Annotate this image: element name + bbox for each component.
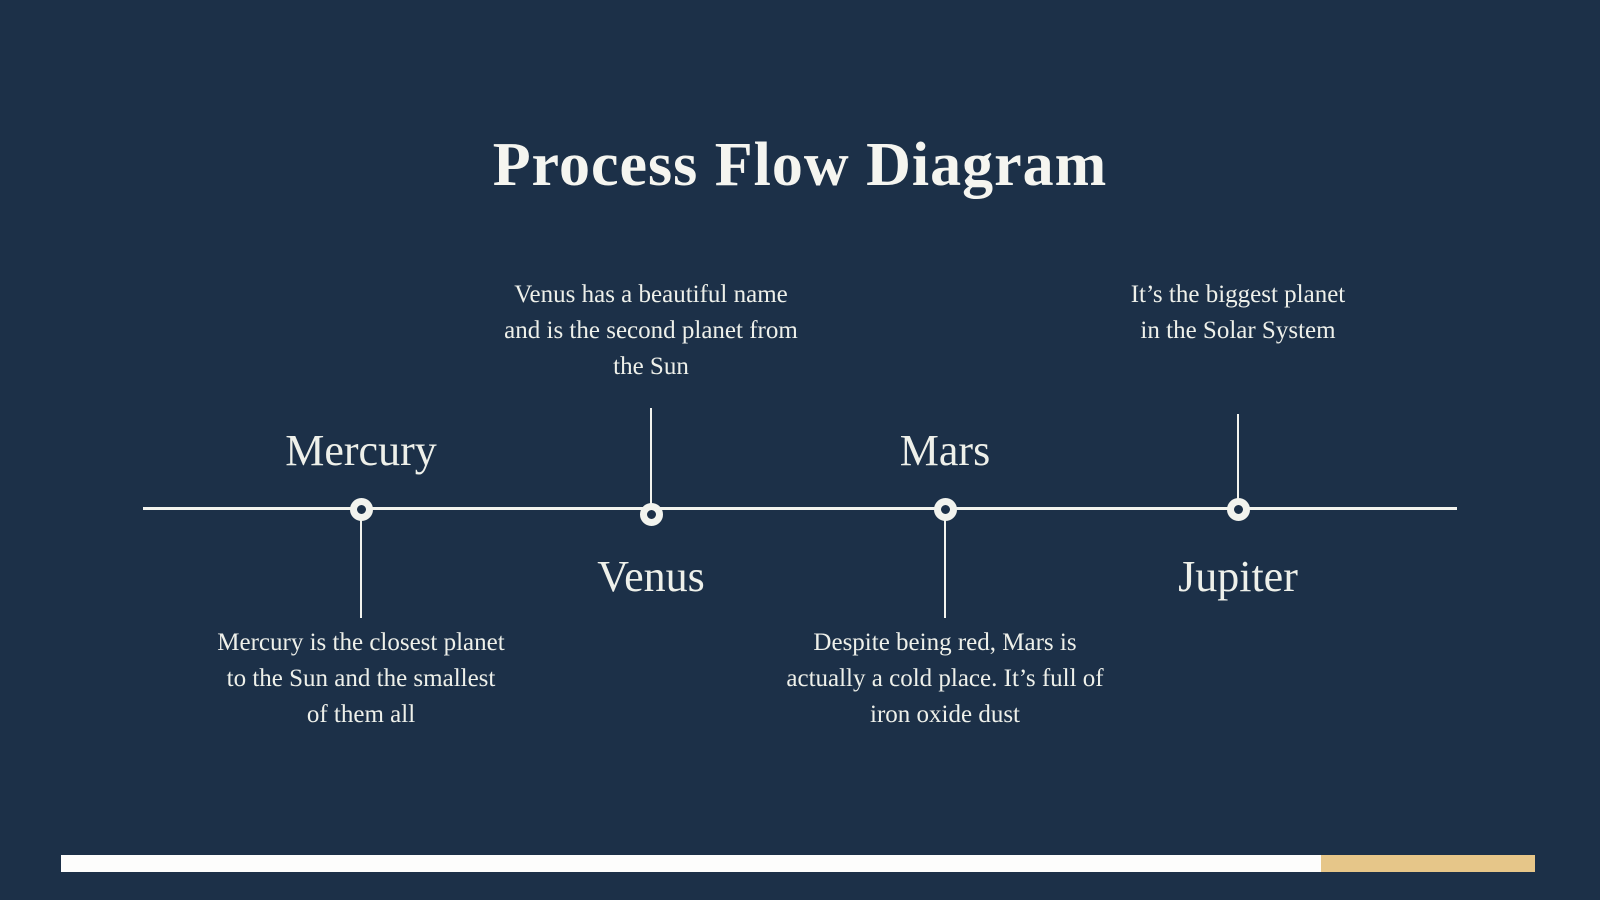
timeline-axis-line (143, 507, 1457, 510)
slide-title: Process Flow Diagram (492, 130, 1108, 199)
node-label-venus: Venus (597, 552, 705, 601)
node-label-mars: Mars (899, 426, 991, 475)
node-connector-mercury (359, 509, 363, 618)
slide-progress-bar (61, 855, 1535, 872)
node-connector-venus (649, 408, 653, 514)
node-marker-jupiter (1226, 497, 1250, 521)
node-marker-mercury (349, 497, 373, 521)
node-marker-mars (933, 497, 957, 521)
node-description-mars: Despite being red, Mars is actually a co… (786, 629, 1104, 728)
node-connector-jupiter (1236, 414, 1240, 509)
node-label-jupiter: Jupiter (1178, 552, 1298, 601)
progress-bar-elapsed-segment (61, 855, 1322, 872)
node-description-jupiter: It’s the biggest planet in the Solar Sys… (1130, 281, 1346, 344)
node-description-mercury: Mercury is the closest planet to the Sun… (217, 629, 505, 728)
node-description-venus: Venus has a beautiful name and is the se… (504, 281, 798, 380)
node-marker-venus (639, 502, 663, 526)
node-label-mercury: Mercury (285, 426, 437, 475)
progress-bar-remaining-segment (1321, 855, 1535, 872)
node-connector-mars (943, 509, 947, 618)
